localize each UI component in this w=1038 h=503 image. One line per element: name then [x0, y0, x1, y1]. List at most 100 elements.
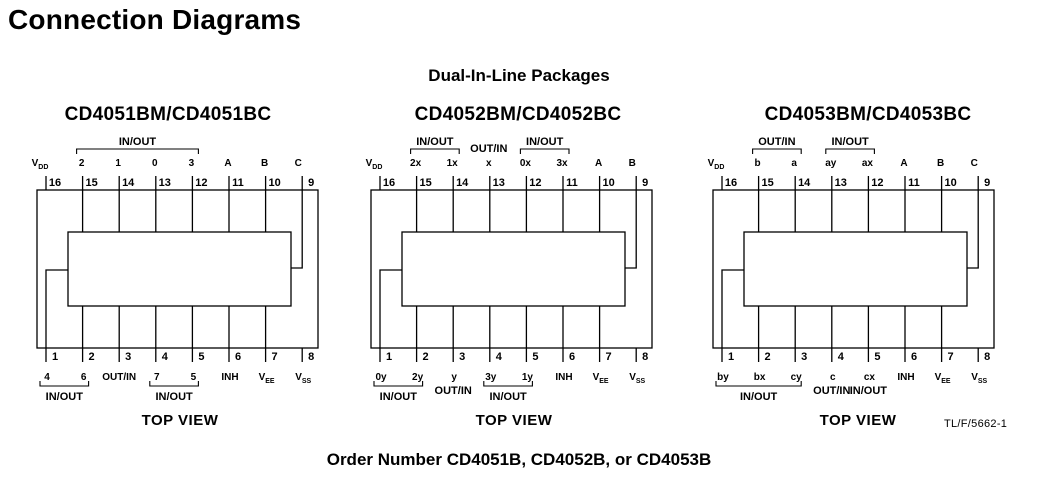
chip2-pin-num-10: 10 [602, 177, 614, 189]
chip-title-cd4051: CD4051BM/CD4051BC [64, 104, 272, 125]
chip1-bottom-label-7-main: V [259, 372, 266, 383]
chip1-pin-num-1: 1 [52, 351, 58, 363]
chip2-pin-num-2: 2 [423, 351, 429, 363]
chip2-pin-num-16: 16 [383, 177, 395, 189]
chip3-top-label-10-main: B [937, 158, 944, 169]
chip2-top-group-label-1: IN/OUT [526, 136, 564, 148]
chip1-pin-9-lead [291, 176, 303, 269]
chip3-top-group-label-1: IN/OUT [831, 136, 869, 148]
chip1-top-group-label-0: IN/OUT [119, 136, 157, 148]
chip2-bottom-label-2-main: 2y [412, 372, 424, 383]
chip2-pin-num-11: 11 [566, 177, 578, 189]
chip1-pin-num-9: 9 [308, 177, 314, 189]
chip2-top-label-14-main: 1x [447, 158, 459, 169]
top-view-label-cd4051: TOP VIEW [141, 412, 219, 429]
chip3-top-label-14: a [791, 158, 797, 169]
chip2-bottom-label-1: 0y [375, 372, 387, 383]
chip1-bottom-label-5: 5 [191, 372, 197, 383]
chip1-pin-num-10: 10 [268, 177, 280, 189]
chip2-bottom-label-5-main: 1y [522, 372, 534, 383]
chip2-bottom-label-4: 3y [485, 372, 497, 383]
chip1-top-label-11: A [224, 158, 231, 169]
chip3-top-label-13: ay [825, 158, 837, 169]
chip-title-cd4053: CD4053BM/CD4053BC [764, 104, 972, 125]
chip2-bottom-label-8: VSS [629, 372, 645, 385]
chip1-top-label-9-main: C [295, 158, 302, 169]
chip2-bottom-label-4-main: 3y [485, 372, 497, 383]
chip2-top-label-15: 2x [410, 158, 422, 169]
chip1-bottom-label-3-main: OUT/IN [102, 372, 136, 383]
chip2-pin-num-12: 12 [529, 177, 541, 189]
chip2-pin-num-5: 5 [532, 351, 538, 363]
chip2-pin-9-lead [625, 176, 637, 269]
chip1-switch-block [67, 231, 292, 307]
chip3-switch-block [743, 231, 968, 307]
chip3-top-label-11: A [900, 158, 907, 169]
chip3-top-label-15-main: b [755, 158, 761, 169]
chip2-top-label-16-sub: DD [372, 164, 382, 171]
chip3-top-label-15: b [755, 158, 761, 169]
chip1-bottom-label-7-sub: EE [265, 378, 275, 385]
chip1-top-label-11-main: A [224, 158, 231, 169]
chip2-bottom-group-label-2: IN/OUT [489, 391, 527, 403]
chip3-bottom-label-3: cy [791, 372, 803, 383]
chip1-bottom-label-2-main: 6 [81, 372, 87, 383]
chip2-pin-num-9: 9 [642, 177, 648, 189]
chip3-pin-num-4: 4 [838, 351, 845, 363]
chip3-bottom-label-6: INH [897, 372, 914, 383]
chip3-pin-num-1: 1 [728, 351, 734, 363]
chip2-bottom-label-7-main: V [593, 372, 600, 383]
chip2-top-label-11: 3x [556, 158, 568, 169]
chip3-bottom-label-3-main: cy [791, 372, 803, 383]
chip1-top-group-bracket-0 [76, 148, 199, 154]
chip1-pin-num-13: 13 [159, 177, 171, 189]
chip2-bottom-label-8-sub: SS [636, 378, 646, 385]
chip3-top-label-12: ax [862, 158, 874, 169]
top-view-label-cd4052: TOP VIEW [475, 412, 553, 429]
chip1-pin-num-8: 8 [308, 351, 314, 363]
chip3-top-label-9: C [971, 158, 978, 169]
chip1-top-label-14: 1 [115, 158, 121, 169]
chip2-top-label-15-main: 2x [410, 158, 422, 169]
chip3-top-label-10: B [937, 158, 944, 169]
chip3-bottom-label-2: bx [754, 372, 766, 383]
chip2-bottom-label-7: VEE [593, 372, 609, 385]
reference-code: TL/F/5662-1 [944, 418, 1008, 430]
order-number: Order Number CD4051B, CD4052B, or CD4053… [326, 450, 712, 469]
chip1-bottom-label-2: 6 [81, 372, 87, 383]
chip3-top-label-11-main: A [900, 158, 907, 169]
chip3-top-label-13-main: ay [825, 158, 837, 169]
chip2-pin-num-1: 1 [386, 351, 392, 363]
chip3-top-label-16: VDD [708, 158, 725, 171]
chip3-pin-num-14: 14 [798, 177, 811, 189]
chip3-pin-num-7: 7 [948, 351, 954, 363]
chip2-bottom-group-label-0: IN/OUT [380, 391, 418, 403]
chip1-bottom-label-6: INH [221, 372, 238, 383]
chip2-bottom-label-1-main: 0y [375, 372, 387, 383]
chip1-pin-num-12: 12 [195, 177, 207, 189]
chip2-top-label-13: x [486, 158, 492, 169]
chip3-package-body [712, 189, 995, 349]
chip3-top-group-bracket-0 [752, 148, 802, 154]
chip1-bottom-label-7: VEE [259, 372, 275, 385]
chip3-bottom-label-5-main: cx [864, 372, 876, 383]
chip1-top-label-14-main: 1 [115, 158, 121, 169]
chip1-bottom-group-label-0: IN/OUT [46, 391, 84, 403]
chip1-top-label-10: B [261, 158, 268, 169]
chip1-pin-num-6: 6 [235, 351, 241, 363]
chip3-top-label-14-main: a [791, 158, 797, 169]
chip2-pin-num-13: 13 [493, 177, 505, 189]
chip2-top-label-16-main: V [366, 158, 373, 169]
chip3-pin-num-5: 5 [874, 351, 880, 363]
chip2-top-group-bracket-0 [410, 148, 460, 154]
chip3-top-group-label-0: OUT/IN [758, 136, 795, 148]
chip3-bottom-label-4: c [830, 372, 836, 383]
chip3-pin-num-9: 9 [984, 177, 990, 189]
chip1-top-label-16: VDD [32, 158, 49, 171]
chip2-top-label-9: B [629, 158, 636, 169]
chip3-pin-num-8: 8 [984, 351, 990, 363]
chip3-bottom-label-7-main: V [935, 372, 942, 383]
chip3-pin-num-10: 10 [944, 177, 956, 189]
chip3-top-label-16-main: V [708, 158, 715, 169]
